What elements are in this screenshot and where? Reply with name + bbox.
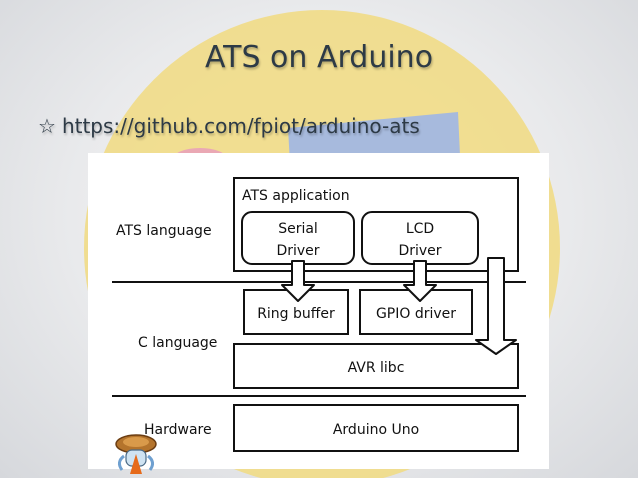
lcd-driver-line2: Driver [398, 243, 441, 259]
ring-buffer-label: Ring buffer [257, 306, 335, 322]
ats-mascot-icon [115, 434, 157, 474]
star-bullet-icon: ☆ [38, 114, 56, 138]
avr-libc-box [233, 343, 519, 389]
layer-label-hardware: Hardware [144, 422, 212, 438]
slide-title: ATS on Arduino [204, 40, 434, 75]
arrow-ats-to-avr-libc [475, 257, 517, 355]
ats-application-label: ATS application [242, 188, 350, 204]
gpio-driver-label: GPIO driver [376, 306, 456, 322]
repo-link-bullet: ☆https://github.com/fpiot/arduino-ats [38, 114, 420, 138]
ring-buffer-box [243, 289, 349, 335]
arrow-lcd-to-gpio [403, 260, 437, 302]
ats-application-box [233, 177, 519, 272]
layer-label-ats: ATS language [116, 223, 212, 239]
serial-driver-line2: Driver [276, 243, 319, 259]
lcd-driver-line1: LCD [406, 221, 434, 237]
avr-libc-label: AVR libc [348, 360, 405, 376]
arduino-uno-label: Arduino Uno [333, 422, 419, 438]
layer-label-c: C language [138, 335, 217, 351]
arrow-serial-to-ring [281, 260, 315, 302]
repo-link[interactable]: https://github.com/fpiot/arduino-ats [61, 114, 420, 138]
arduino-uno-box [233, 404, 519, 452]
architecture-diagram: ATS language C language Hardware ATS app… [88, 153, 549, 469]
serial-driver-line1: Serial [278, 221, 318, 237]
